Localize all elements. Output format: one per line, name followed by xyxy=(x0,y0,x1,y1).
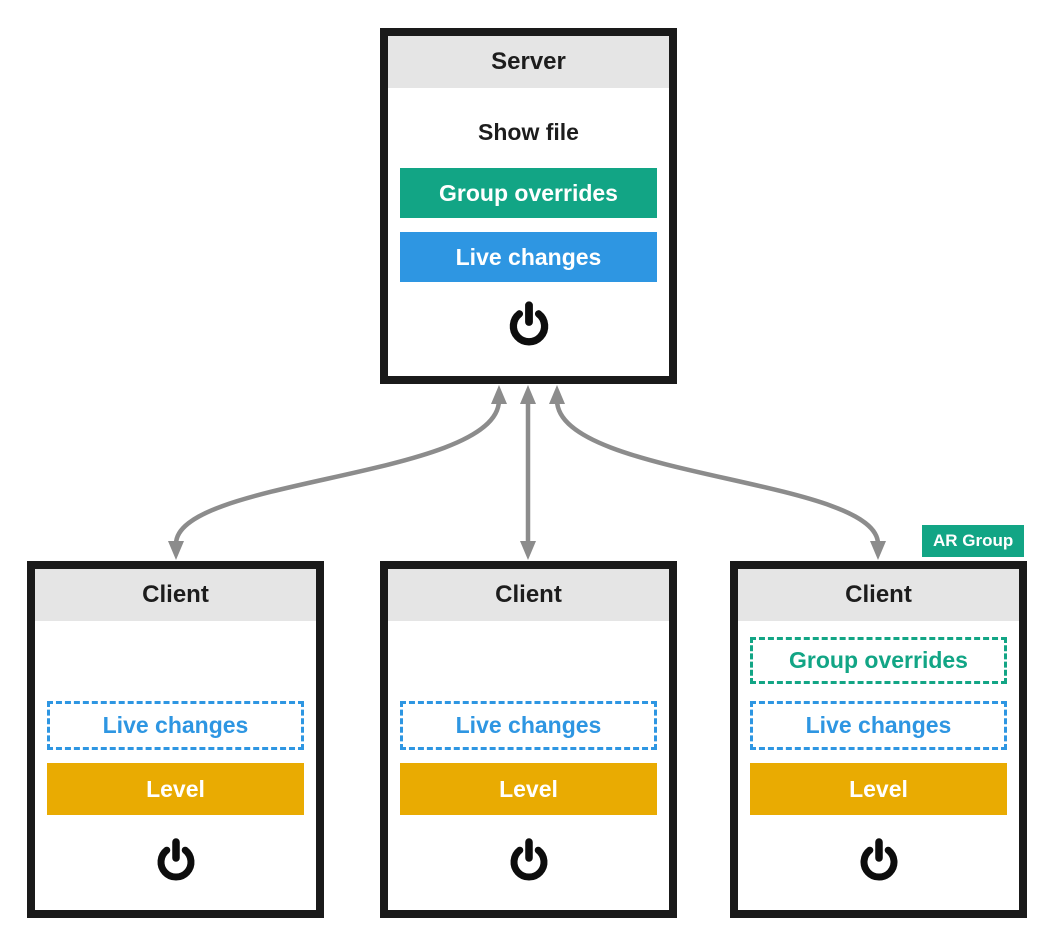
arrow-lines xyxy=(173,399,881,545)
client-level-node: Level xyxy=(750,763,1007,815)
client-live-changes-node: Live changes xyxy=(400,701,657,750)
client-live-changes-node: Live changes xyxy=(750,701,1007,750)
server-live-changes-node: Live changes xyxy=(400,232,657,282)
arrowhead-down-icon xyxy=(870,541,886,560)
power-icon xyxy=(860,838,897,881)
ar-group-badge: AR Group xyxy=(922,525,1025,557)
arrowhead-up-icon xyxy=(520,385,536,404)
server-box: Server Show file Group overrides Live ch… xyxy=(380,28,677,384)
client-header: Client xyxy=(738,569,1019,621)
client-group-overrides-node: Group overrides xyxy=(750,637,1007,684)
server-header: Server xyxy=(388,36,669,88)
server-group-overrides-node: Group overrides xyxy=(400,168,657,218)
arrowhead-up-icon xyxy=(549,385,565,404)
client-live-changes-node: Live changes xyxy=(47,701,304,750)
arrowhead-down-icon xyxy=(168,541,184,560)
client-header: Client xyxy=(35,569,316,621)
client-header: Client xyxy=(388,569,669,621)
client-level-node: Level xyxy=(47,763,304,815)
power-icon xyxy=(510,838,547,881)
power-icon xyxy=(509,301,548,346)
client-level-node: Level xyxy=(400,763,657,815)
client-box-2: Client Live changes Level xyxy=(380,561,677,918)
arrow-right-curve xyxy=(554,399,881,545)
arrow-heads xyxy=(168,385,886,560)
arrowhead-down-icon xyxy=(520,541,536,560)
show-file-label: Show file xyxy=(478,119,579,145)
client-box-3: Client Group overrides Live changes Leve… xyxy=(730,561,1027,918)
client-box-1: Client Live changes Level xyxy=(27,561,324,918)
arrowhead-up-icon xyxy=(491,385,507,404)
arrow-left-curve xyxy=(173,399,502,545)
power-icon xyxy=(157,838,194,881)
